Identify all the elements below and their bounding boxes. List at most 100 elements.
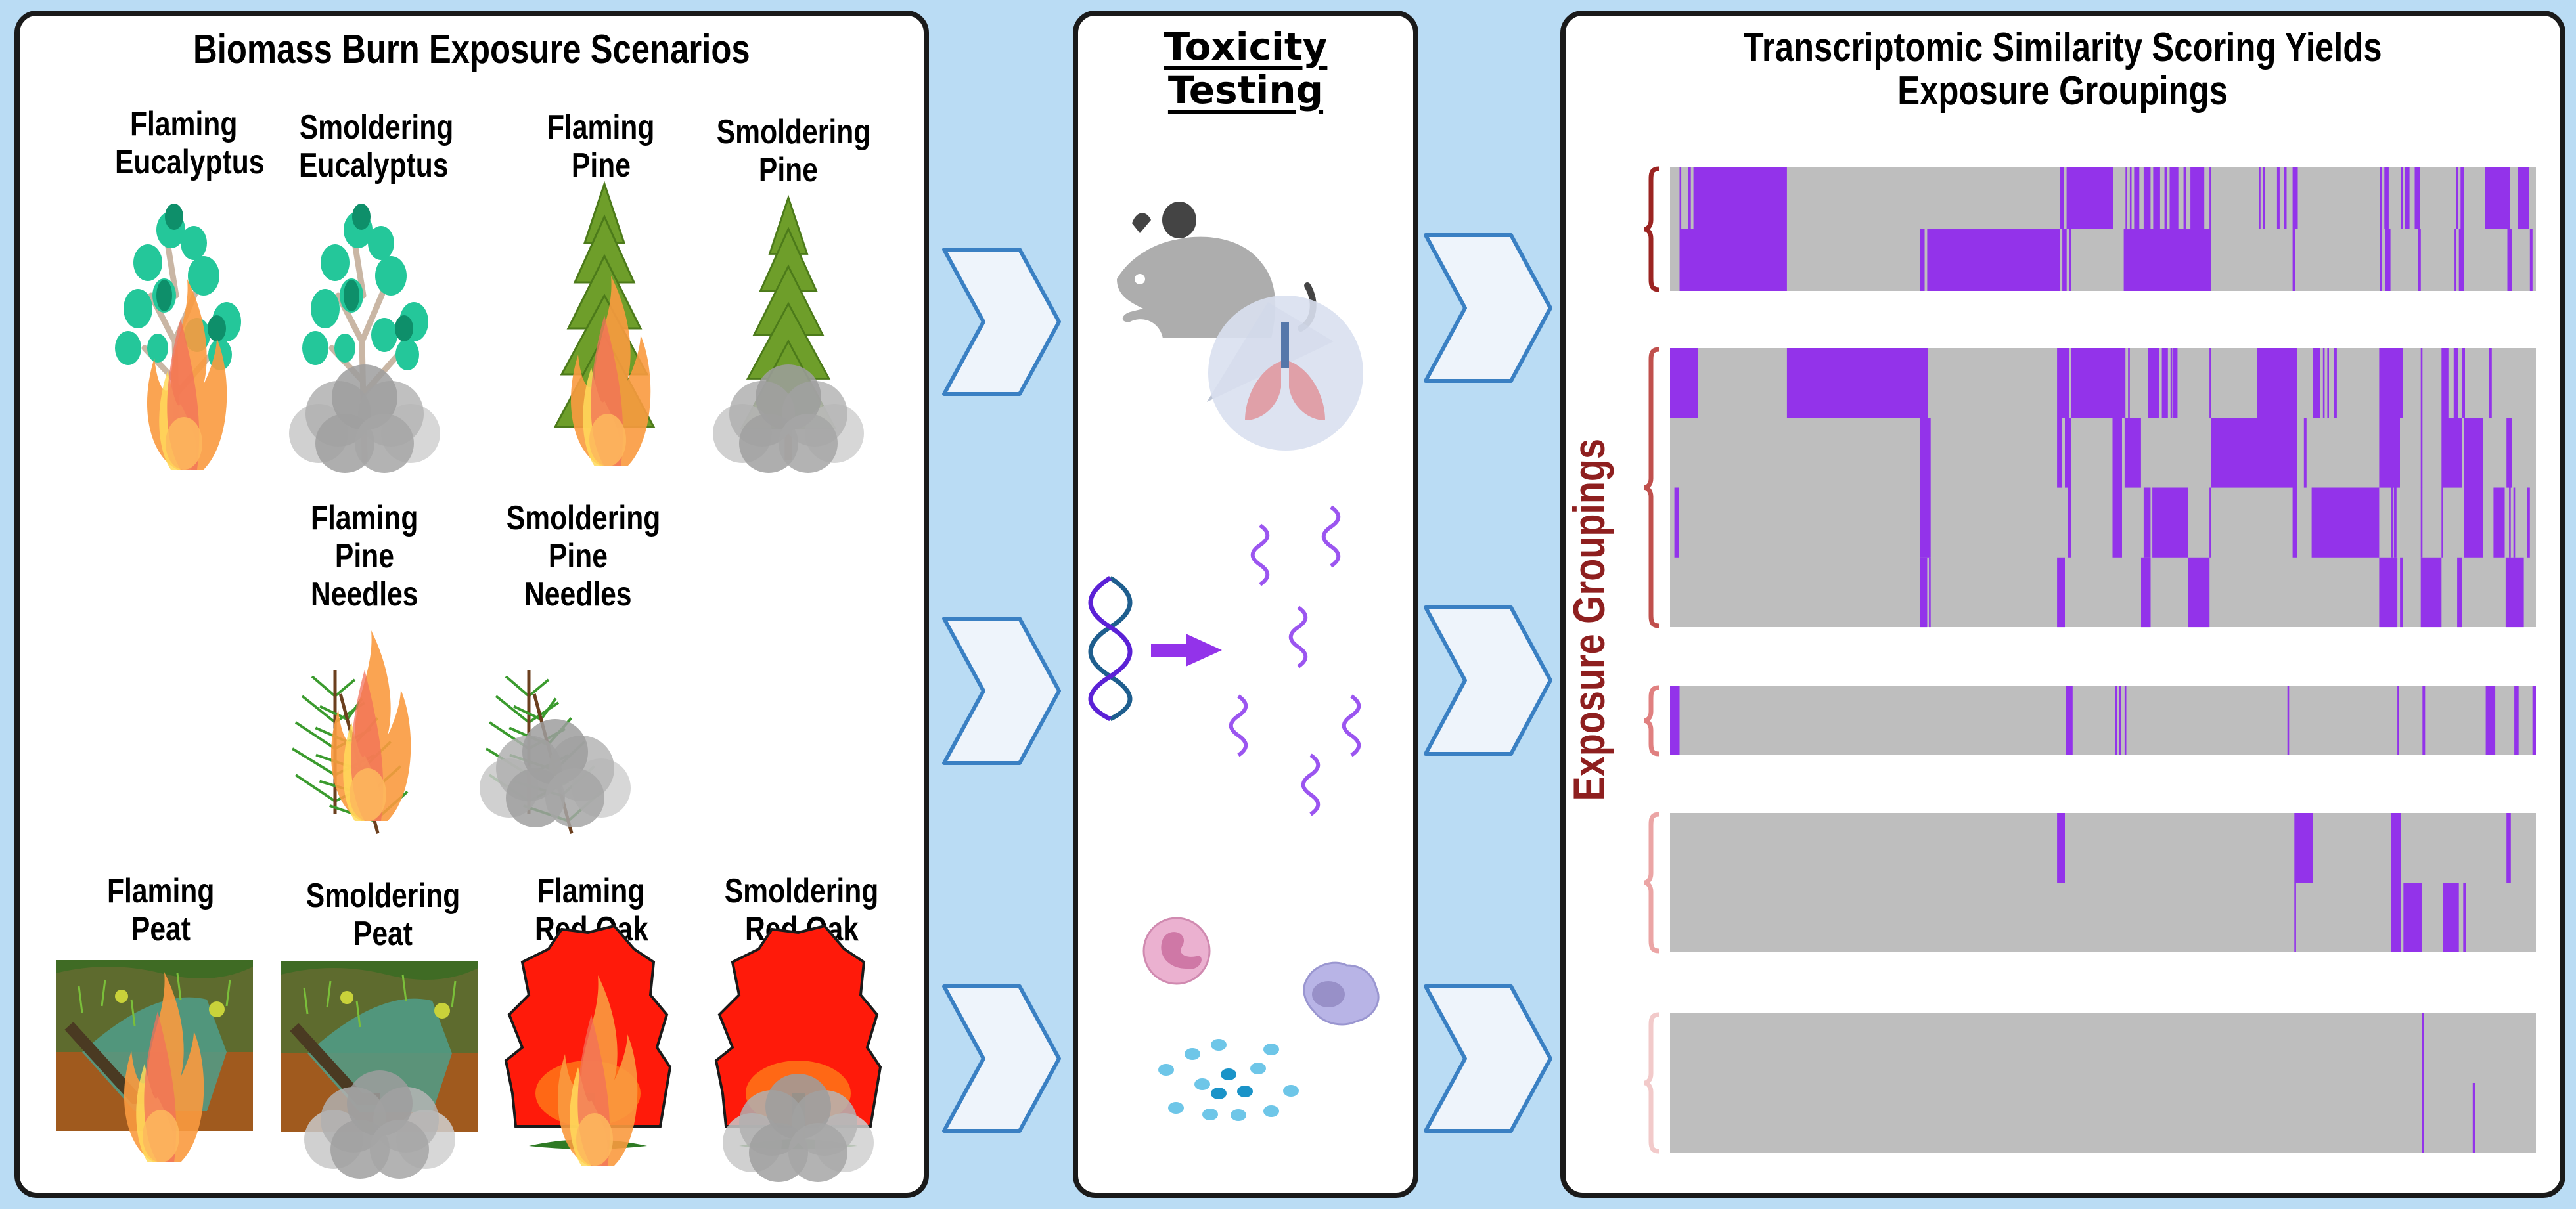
middle-panel-title: Toxicity Testing [1073,25,1418,112]
heatmap-cell [2124,686,2127,755]
heatmap-cell [1679,229,1787,291]
heatmap-cell [2115,686,2117,755]
heatmap-cell [2311,487,2380,558]
title-line: Toxicity [1164,24,1328,69]
heatmap-cell [2420,557,2442,628]
heatmap-cell [2287,686,2290,755]
heatmap-cell [2066,686,2073,755]
heatmap-cell [2485,686,2496,755]
chevron-arrow-icon [1424,233,1552,383]
heatmap-cell [2148,348,2159,418]
heatmap-cell [2327,348,2329,418]
heatmap-cell [2112,487,2122,558]
heatmap-cell [2292,229,2295,291]
heatmap-cell [2134,167,2140,229]
heatmap-cell [1786,348,1928,418]
heatmap-cell [2060,167,2064,229]
group-brace-icon [1644,685,1660,757]
heatmap-cell [2397,686,2399,755]
heatmap-cell [2071,348,2126,418]
heatmap-cell [2143,167,2151,229]
heatmap-cell [2420,418,2423,488]
heatmap-cell [2505,557,2524,628]
group-brace-icon [1644,347,1660,628]
heatmap-cell [2292,487,2297,558]
heatmap-cell [2485,167,2510,229]
heatmap-cell [2418,229,2421,291]
heatmap-cell [2514,686,2519,755]
heatmap-cell [2401,167,2403,229]
heatmap-cell [2209,348,2211,418]
heatmap-cell [2462,348,2465,418]
heatmap-cell [2463,883,2466,952]
heatmap-cell [2464,418,2483,488]
heatmap-group-background [1670,1013,2536,1153]
heatmap-cell [2065,418,2071,488]
heatmap-cell [1920,557,1928,628]
heatmap-cell [2489,348,2492,418]
heatmap-cell [1927,229,2060,291]
heatmap-cell [1688,167,1691,229]
heatmap-cell [2379,557,2398,628]
heatmap-cell [2257,348,2297,418]
heatmap-cell [2454,229,2456,291]
heatmap-cell [2303,418,2307,488]
heatmap-cell [1679,167,1682,229]
heatmap-cell [2422,686,2426,755]
heatmap-cell [2458,229,2464,291]
heatmap-cell [2173,348,2178,418]
heatmap-cell [2069,229,2071,291]
heatmap-cell [2493,487,2505,558]
heatmap-cell [2441,418,2462,488]
heatmap-cell [2128,348,2130,418]
heatmap-cell [2334,348,2337,418]
left-panel-title-text: Biomass Burn Exposure Scenarios [193,27,750,72]
chevron-arrow-icon [1424,984,1552,1133]
heatmap-cell [2420,487,2423,558]
heatmap-cell [2276,167,2280,229]
heatmap-cell [2284,167,2287,229]
heatmap-cell [2263,167,2265,229]
heatmap-cell [2518,167,2529,229]
heatmap-cell [2527,487,2530,558]
heatmap-group-background [1670,686,2536,755]
heatmap-cell [2057,813,2065,883]
heatmap-cell [2529,229,2533,291]
heatmap-cell [2066,167,2113,229]
heatmap-cell [2190,167,2205,229]
heatmap-cell [2322,348,2325,418]
chevron-arrow-icon [1424,605,1552,756]
heatmap-cell [2068,487,2071,558]
title-line: Exposure Groupings [1897,68,2228,114]
heatmap-cell [2391,883,2401,952]
heatmap-cell [2405,167,2410,229]
heatmap-cell [2125,167,2127,229]
heatmap-cell [2393,487,2397,558]
heatmap-cell [2507,229,2512,291]
heatmap-cell [2472,1083,2475,1153]
heatmap-cell [2453,348,2458,418]
group-brace-icon [1644,166,1660,292]
heatmap-cell [2259,167,2261,229]
heatmap-cell [2385,229,2391,291]
heatmap-group [1644,812,2536,954]
heatmap-cell [2152,487,2188,558]
heatmap-cell [2170,348,2173,418]
heatmap-cell [2532,686,2536,755]
heatmap-cell [2443,883,2459,952]
heatmap-cell [2456,167,2458,229]
heatmap-cell [2441,487,2443,558]
title-line: Transcriptomic Similarity Scoring Yields [1744,25,2382,70]
heatmap-cell [2400,557,2403,628]
heatmap-cell [2441,348,2449,418]
group-brace-icon [1644,812,1660,954]
heatmap-cell [2457,557,2462,628]
heatmap-cell [2384,167,2389,229]
heatmap-cell [2169,167,2179,229]
heatmap-cell [2057,418,2062,488]
